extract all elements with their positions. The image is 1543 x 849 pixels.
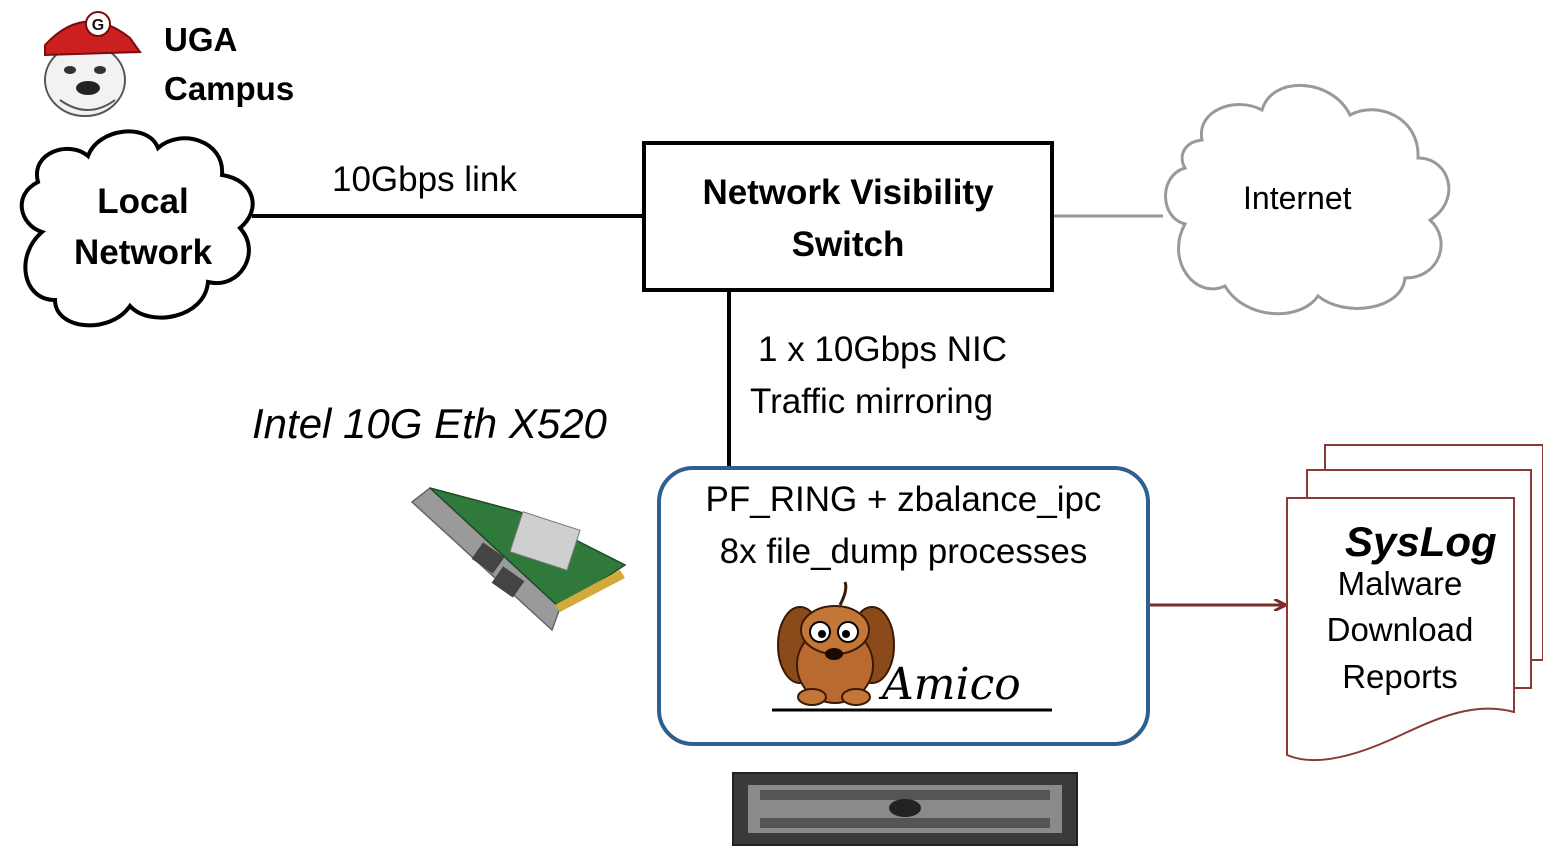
syslog-line3: Reports [1342,658,1458,695]
syslog-line1: Malware [1337,565,1463,602]
internet-label: Internet [1243,180,1352,216]
switch-label-line2: Switch [791,225,905,264]
network-visibility-switch-box [642,141,1054,292]
processing-label-line1: PF_RING + zbalance_ipc [705,480,1102,519]
svg-text:G: G [92,17,104,34]
nic-label-line2: Traffic mirroring [750,382,994,421]
switch-label-line1: Network Visibility [702,173,994,212]
internet-cloud [1164,84,1451,316]
local-network-label-line1: Local [97,182,189,221]
nic-label-line1: 1 x 10Gbps NIC [758,330,1007,369]
intel-nic-card-image [410,487,627,632]
link-label: 10Gbps link [332,160,517,199]
syslog-document-stack [1286,444,1543,761]
server-rack-image [732,772,1078,846]
syslog-line2: Download [1326,611,1474,648]
amico-logo-text: Amico [882,659,1021,710]
amico-dog-icon [777,581,895,706]
processing-box [657,466,1150,746]
local-network-label-line2: Network [73,233,213,272]
local-network-cloud [19,129,255,328]
bulldog-mascot-icon: G [44,11,142,117]
campus-label-line2: Campus [164,70,295,107]
processing-label-line2: 8x file_dump processes [719,532,1088,571]
syslog-title: SysLog [1345,518,1497,565]
nic-card-label: Intel 10G Eth X520 [252,400,607,447]
campus-label-line1: UGA [164,21,238,58]
